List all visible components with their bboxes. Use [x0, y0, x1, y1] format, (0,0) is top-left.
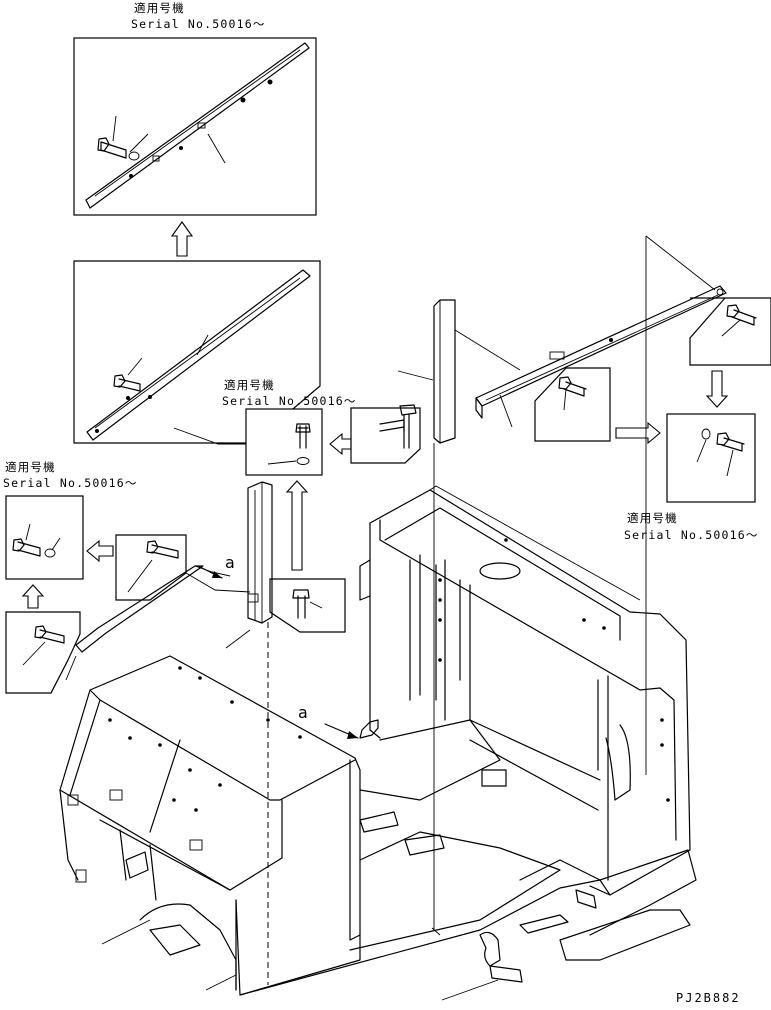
- applicability-serial: Serial No.50016～: [222, 394, 357, 408]
- vertical-post: [225, 481, 273, 649]
- arrow-right-icon: [615, 421, 661, 445]
- applicability-title: 適用号機: [134, 1, 185, 15]
- applicability-title: 適用号機: [224, 378, 275, 392]
- applicability-serial: Serial No.50016～: [624, 528, 759, 542]
- center-detail-upper: [350, 404, 421, 464]
- right-detail-bolt-new: [666, 413, 756, 503]
- right-rail: [475, 285, 727, 428]
- applicability-serial: Serial No.50016～: [3, 476, 138, 490]
- applicability-title: 適用号機: [5, 460, 56, 474]
- drawing-code: PJ2B882: [676, 991, 741, 1005]
- arrow-left-icon: [86, 539, 114, 563]
- cab-frame: [359, 485, 691, 896]
- detail-box-left-new: [5, 495, 84, 580]
- arrow-left-icon: [329, 432, 352, 456]
- applicability-title: 適用号機: [627, 511, 678, 525]
- view-marker-a-upper: a: [225, 553, 235, 572]
- detail-box-left-old: [5, 611, 81, 694]
- applicability-serial: Serial No.50016～: [131, 17, 266, 31]
- right-detail-rail-bolt: [534, 367, 611, 442]
- arrow-up-icon: [21, 584, 45, 609]
- detail-box-top-rail-old: [73, 260, 321, 445]
- deck-frame: [239, 719, 697, 1001]
- tall-panel: [397, 299, 521, 930]
- view-marker-a-lower: a: [298, 703, 308, 722]
- center-detail-new: [245, 408, 323, 476]
- detail-box-top-rail-new: [73, 37, 317, 216]
- hood-cover: [59, 655, 361, 996]
- right-detail-bolt-old: [645, 235, 771, 366]
- detail-box-left-mid: [115, 534, 187, 601]
- arrow-up-icon: [170, 221, 194, 257]
- center-detail-old: [269, 578, 346, 633]
- arrow-down-icon: [705, 370, 729, 408]
- arrow-up-icon: [285, 480, 309, 571]
